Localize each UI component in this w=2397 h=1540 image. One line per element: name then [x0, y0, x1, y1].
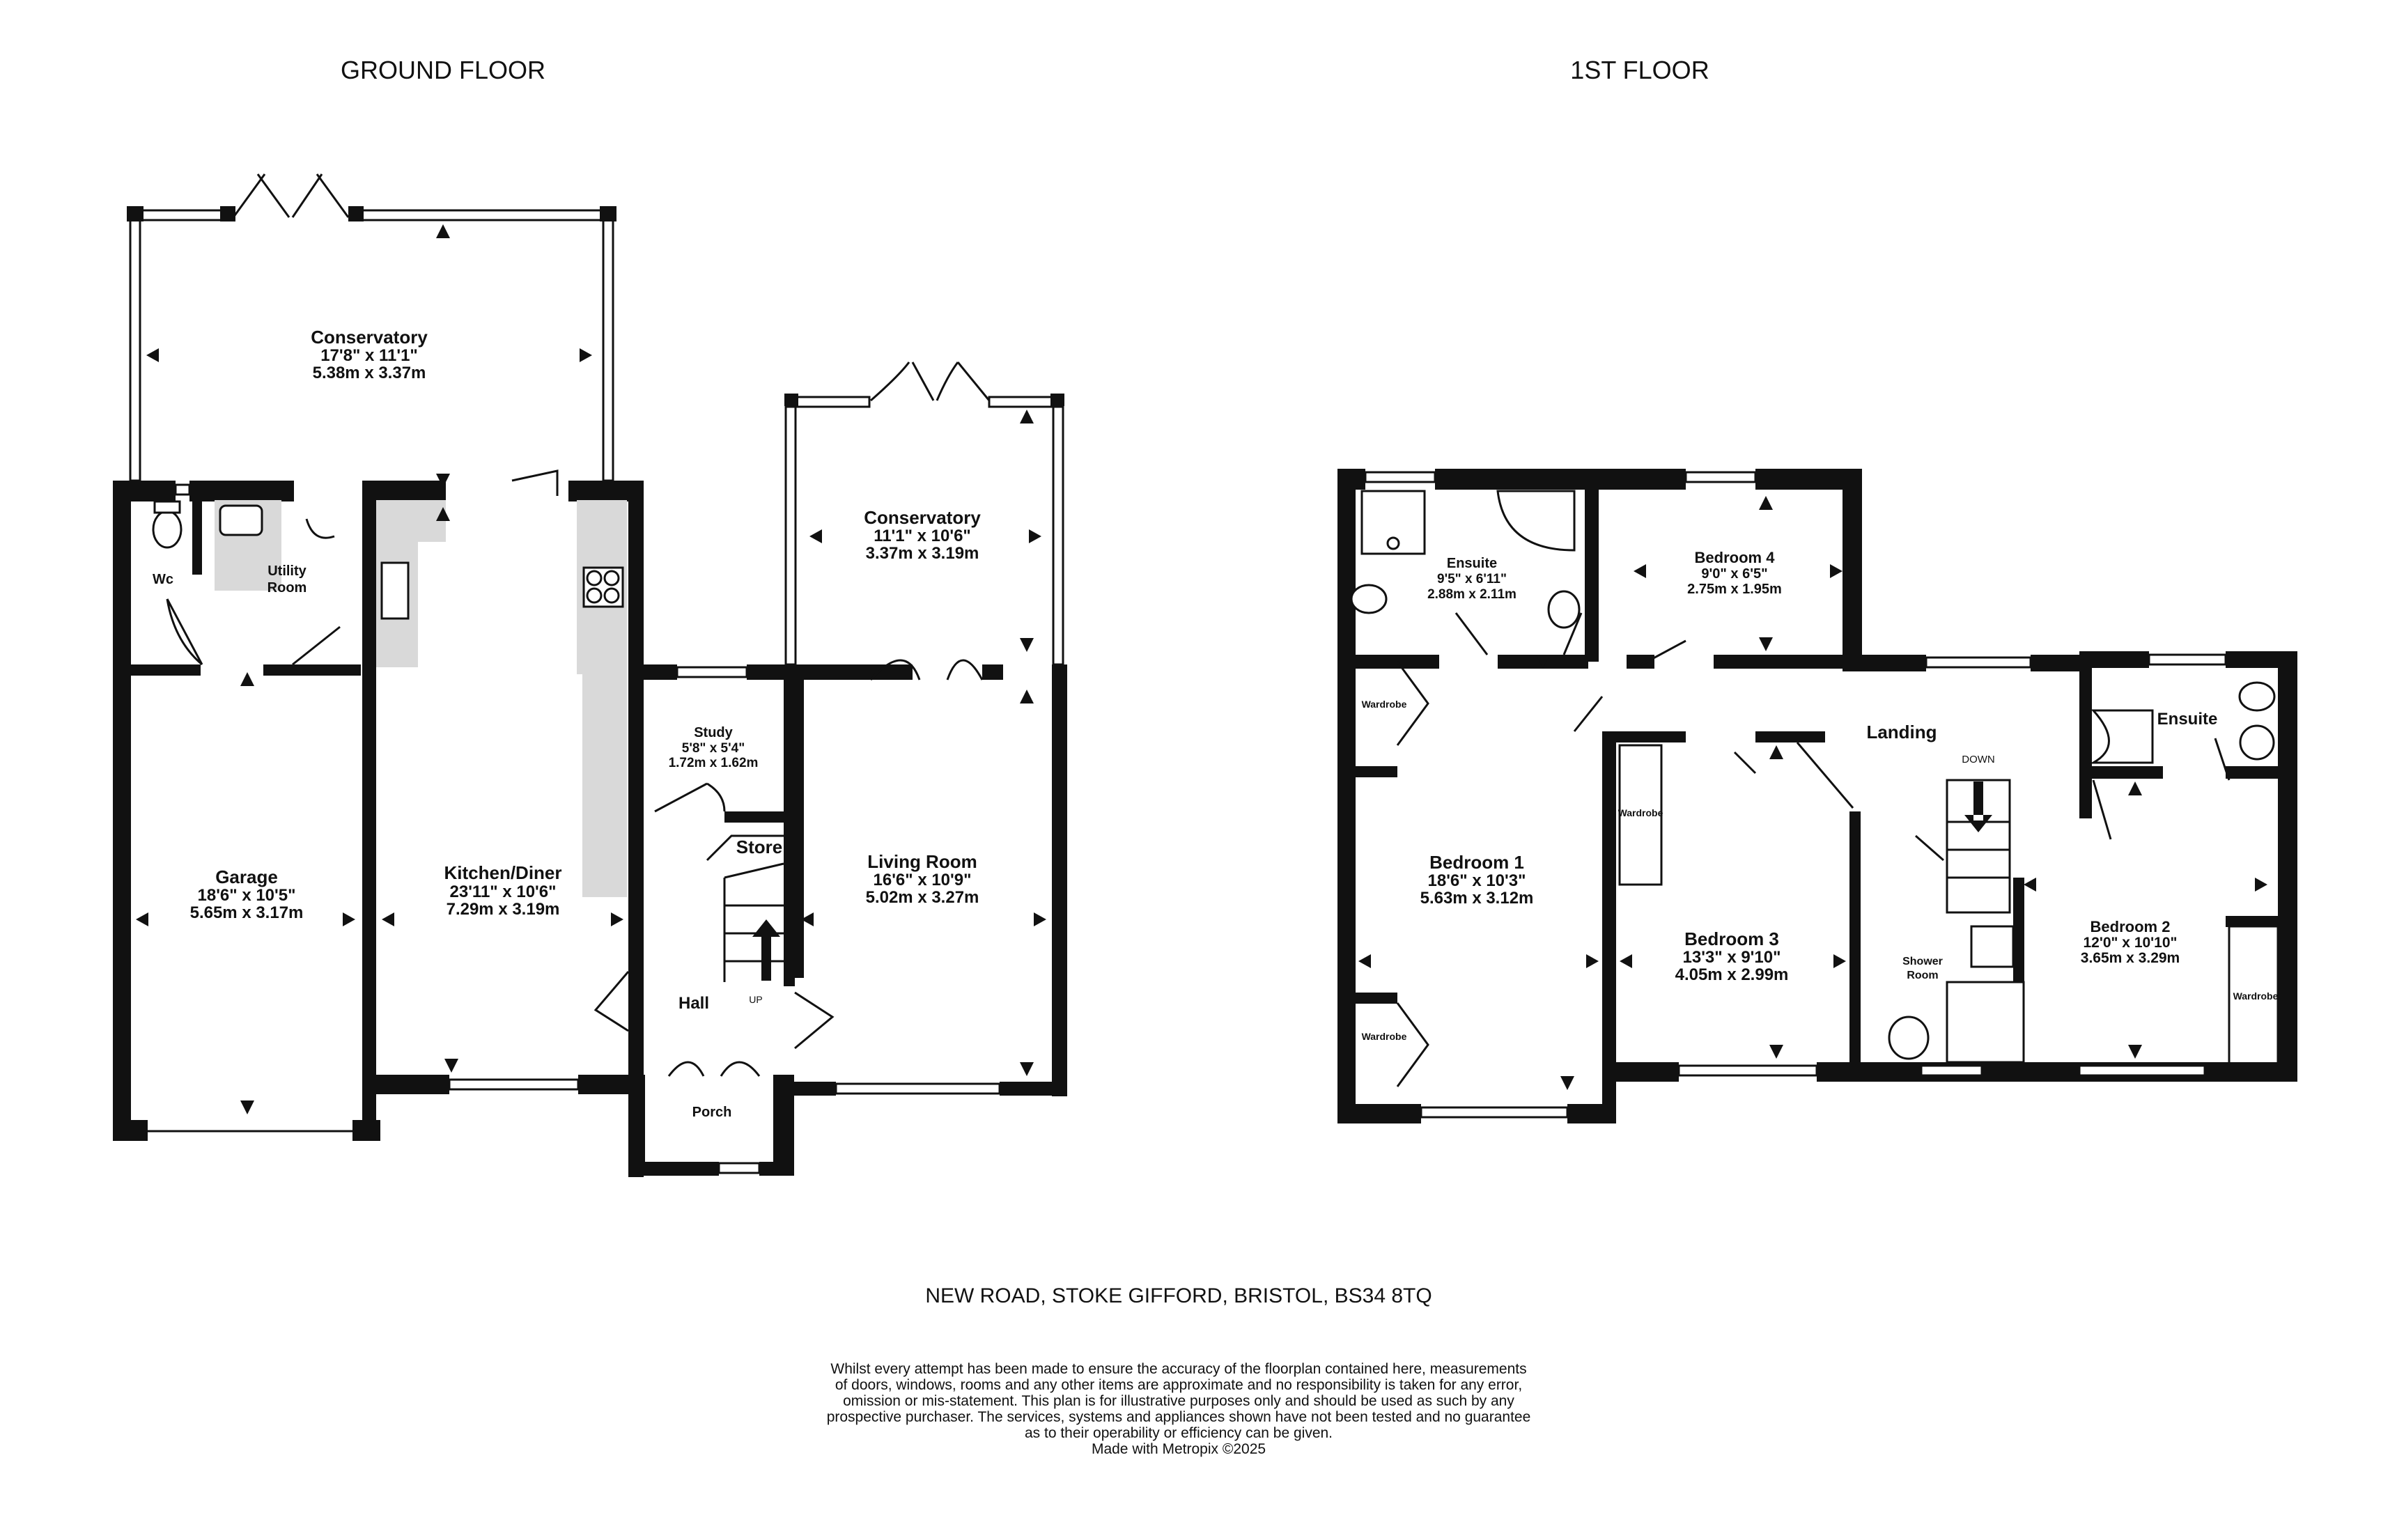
study-metric: 1.72m x 1.62m — [669, 756, 759, 770]
disclaimer-line-6: Made with Metropix ©2025 — [1092, 1441, 1266, 1457]
store-label: Store — [736, 837, 782, 857]
study-name: Study — [694, 725, 733, 740]
main-conservatory-frame — [127, 173, 616, 482]
porch-label: Porch — [692, 1105, 732, 1120]
utility-label-2: Room — [267, 580, 307, 596]
kitchen-metric: 7.29m x 3.19m — [447, 900, 560, 919]
living-imperial: 16'6" x 10'9" — [874, 871, 972, 889]
shower-room-label-2: Room — [1907, 970, 1938, 981]
bedroom4-imperial: 9'0" x 6'5" — [1701, 566, 1767, 582]
ensuite1-imperial: 9'5" x 6'11" — [1437, 572, 1507, 586]
disclaimer-line-2: of doors, windows, rooms and any other i… — [835, 1377, 1522, 1393]
disclaimer-line-4: prospective purchaser. The services, sys… — [827, 1409, 1531, 1425]
garage-name: Garage — [215, 866, 278, 887]
conservatory-main-imperial: 17'8" x 11'1" — [320, 346, 418, 365]
study-imperial: 5'8" x 5'4" — [682, 741, 745, 756]
conservatory-side-name: Conservatory — [864, 507, 981, 528]
wc-label: Wc — [153, 572, 173, 587]
dimension-arrows-ground — [136, 224, 1046, 1114]
conservatory-main-name: Conservatory — [311, 327, 428, 348]
ground-floor-heading: GROUND FLOOR — [341, 56, 545, 84]
wardrobe-label-bed2: Wardrobe — [2233, 990, 2279, 1002]
bedroom3-imperial: 13'3" x 9'10" — [1683, 948, 1781, 967]
kitchen-imperial: 23'11" x 10'6" — [450, 882, 557, 901]
utility-label-1: Utility — [267, 563, 307, 579]
disclaimer-line-3: omission or mis-statement. This plan is … — [843, 1393, 1514, 1409]
conservatory-side-imperial: 11'1" x 10'6" — [874, 527, 971, 545]
bedroom1-imperial: 18'6" x 10'3" — [1428, 871, 1526, 890]
wardrobe-label-bed1-bottom: Wardrobe — [1362, 1031, 1407, 1042]
bedroom3-metric: 4.05m x 2.99m — [1675, 965, 1789, 984]
kitchen-name: Kitchen/Diner — [444, 862, 561, 883]
garage-metric: 5.65m x 3.17m — [190, 903, 304, 922]
living-metric: 5.02m x 3.27m — [866, 888, 979, 907]
ground-floor-plan: Conservatory 17'8" x 11'1" 5.38m x 3.37m… — [113, 173, 1067, 1177]
disclaimer-line-5: as to their operability or efficiency ca… — [1025, 1425, 1333, 1441]
bedroom4-metric: 2.75m x 1.95m — [1687, 582, 1782, 597]
first-floor-heading: 1ST FLOOR — [1570, 56, 1709, 84]
landing-label: Landing — [1866, 722, 1937, 742]
wardrobe-label-bed1-top: Wardrobe — [1362, 699, 1407, 710]
wardrobe-label-bed3: Wardrobe — [1618, 807, 1663, 818]
stairs-up-label: UP — [749, 994, 762, 1005]
dimension-arrows-first — [1358, 496, 2267, 1090]
living-name: Living Room — [867, 851, 977, 872]
bedroom2-metric: 3.65m x 3.29m — [2081, 950, 2180, 966]
bedroom2-name: Bedroom 2 — [2090, 918, 2171, 935]
bedroom3-name: Bedroom 3 — [1684, 928, 1779, 949]
bedroom2-imperial: 12'0" x 10'10" — [2083, 935, 2177, 951]
bedroom1-metric: 5.63m x 3.12m — [1420, 889, 1534, 908]
bedroom1-name: Bedroom 1 — [1429, 852, 1524, 873]
ensuite1-metric: 2.88m x 2.11m — [1427, 587, 1516, 602]
disclaimer-line-1: Whilst every attempt has been made to en… — [830, 1361, 1526, 1377]
bedroom4-name: Bedroom 4 — [1695, 549, 1776, 566]
property-address: NEW ROAD, STOKE GIFFORD, BRISTOL, BS34 8… — [925, 1284, 1432, 1307]
stairs-down-label: DOWN — [1962, 754, 1995, 765]
hall-label: Hall — [678, 994, 709, 1013]
ensuite2-label: Ensuite — [2157, 710, 2218, 729]
ensuite1-name: Ensuite — [1447, 556, 1497, 571]
disclaimer: Whilst every attempt has been made to en… — [827, 1361, 1531, 1457]
first-floor-plan: Ensuite 9'5" x 6'11" 2.88m x 2.11m Bedro… — [1337, 469, 2297, 1123]
conservatory-side-metric: 3.37m x 3.19m — [866, 544, 979, 563]
conservatory-main-metric: 5.38m x 3.37m — [313, 364, 426, 382]
shower-room-label-1: Shower — [1902, 956, 1943, 967]
garage-imperial: 18'6" x 10'5" — [198, 886, 296, 905]
